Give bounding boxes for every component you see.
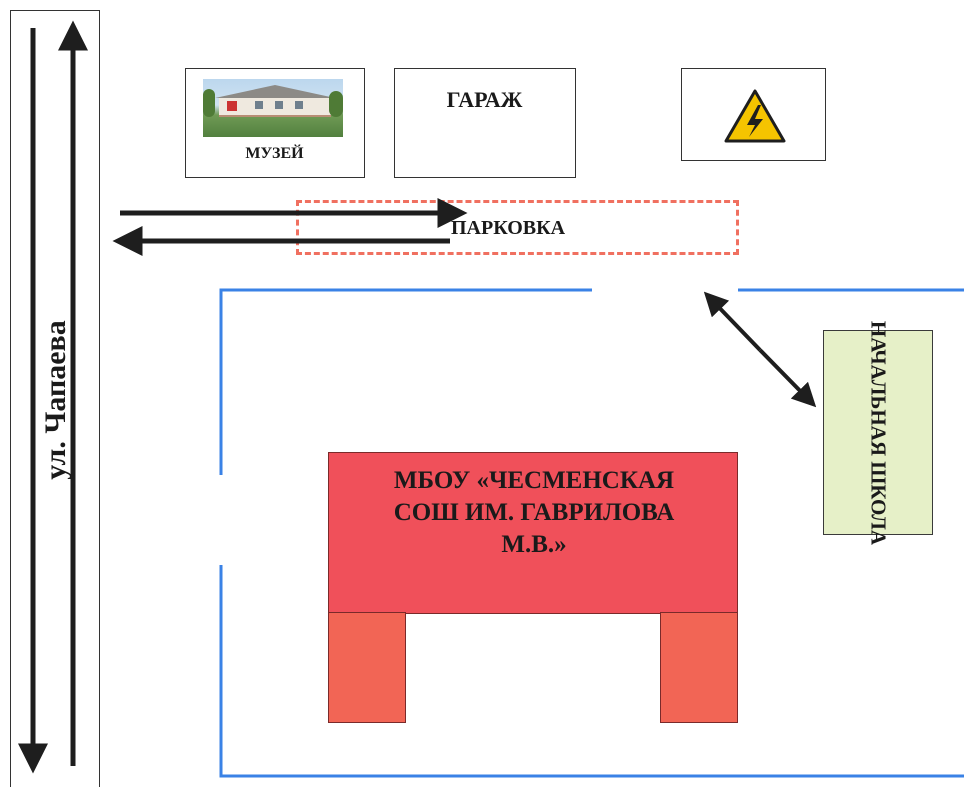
museum-photo bbox=[203, 79, 343, 137]
school-path-arrow-b bbox=[758, 348, 817, 408]
main-school-building: МБОУ «ЧЕСМЕНСКАЯ СОШ ИМ. ГАВРИЛОВА М.В.» bbox=[328, 452, 738, 614]
street-chapaeva bbox=[10, 10, 100, 787]
high-voltage-warning-icon bbox=[724, 89, 786, 143]
museum: МУЗЕЙ bbox=[185, 68, 365, 178]
school-fence-bottom bbox=[219, 565, 964, 778]
parking-label: ПАРКОВКА bbox=[451, 217, 566, 239]
school-path-arrow-a bbox=[703, 291, 762, 352]
garage: ГАРАЖ bbox=[394, 68, 576, 178]
school-fence bbox=[219, 288, 964, 778]
main-school-label: МБОУ «ЧЕСМЕНСКАЯ СОШ ИМ. ГАВРИЛОВА М.В.» bbox=[393, 467, 675, 558]
substation bbox=[681, 68, 826, 161]
garage-label: ГАРАЖ bbox=[446, 87, 523, 112]
school-fence-top-left bbox=[219, 288, 592, 475]
parking-area bbox=[296, 200, 739, 255]
school-wing-left bbox=[328, 612, 406, 723]
museum-label: МУЗЕЙ bbox=[245, 145, 304, 162]
primary-school: НАЧАЛЬНАЯ ШКОЛА bbox=[823, 321, 933, 545]
school-wing-right bbox=[660, 612, 738, 723]
